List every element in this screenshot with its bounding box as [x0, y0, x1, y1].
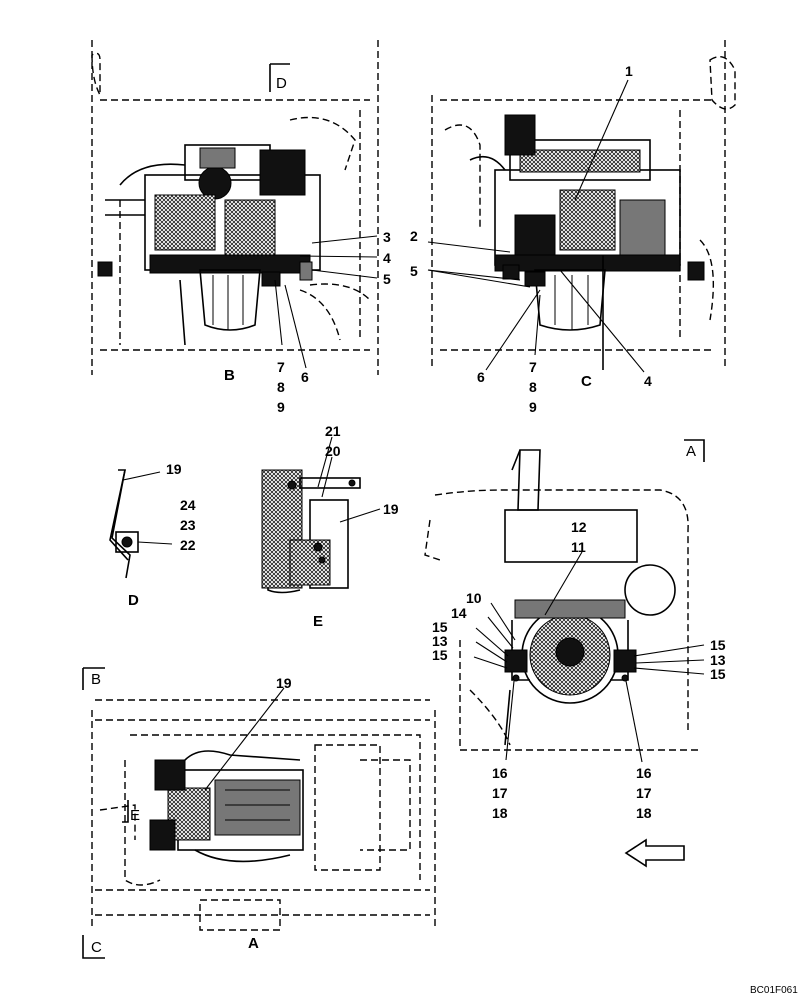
callout-4-b: 4 [383, 250, 391, 266]
drawing-code: BC01F061 [750, 985, 798, 996]
callout-16-rear-l: 16 [492, 765, 508, 781]
callout-15-rear-r1: 15 [710, 637, 726, 653]
callout-7-b: 7 [277, 359, 285, 375]
view-c: 1 2 5 4 6 7 8 9 C [410, 40, 736, 415]
callout-5-c: 5 [410, 263, 418, 279]
callout-19-a: 19 [276, 675, 292, 691]
callout-1-c: 1 [625, 63, 633, 79]
view-e: 21 20 19 E [261, 423, 399, 630]
callout-7-c: 7 [529, 359, 537, 375]
section-marker-e: E [130, 807, 140, 824]
callout-20-e: 20 [325, 443, 341, 459]
callout-15-rear-r2: 15 [710, 666, 726, 682]
callout-17-rear-r: 17 [636, 785, 652, 801]
section-marker-b: B [91, 671, 101, 688]
direction-arrow-icon [624, 838, 685, 868]
view-title-b: B [224, 367, 235, 384]
callout-10-rear: 10 [466, 590, 482, 606]
callout-22-d: 22 [180, 537, 196, 553]
callout-2-c: 2 [410, 228, 418, 244]
section-marker-c: C [91, 939, 102, 956]
callout-6-b: 6 [301, 369, 309, 385]
callout-18-rear-l: 18 [492, 805, 508, 821]
view-title-d: D [128, 592, 139, 609]
view-rear: A 12 11 [424, 439, 726, 868]
callout-13-rear: 13 [432, 633, 448, 649]
callout-17-rear-l: 17 [492, 785, 508, 801]
view-title-c: C [581, 373, 592, 390]
callout-9-c: 9 [529, 399, 537, 415]
callout-8-c: 8 [529, 379, 537, 395]
view-a: B C E 19 A [82, 667, 436, 959]
callout-18-rear-r: 18 [636, 805, 652, 821]
view-title-e: E [313, 613, 323, 630]
callout-23-d: 23 [180, 517, 196, 533]
view-d: 19 24 23 22 D [109, 461, 196, 609]
callout-15-rear-1: 15 [432, 619, 448, 635]
callout-6-c: 6 [477, 369, 485, 385]
callout-14-rear: 14 [451, 605, 467, 621]
section-marker-d: D [276, 75, 287, 92]
callout-19-e: 19 [383, 501, 399, 517]
callout-24-d: 24 [180, 497, 196, 513]
callout-13-rear-r: 13 [710, 652, 726, 668]
callout-21-e: 21 [325, 423, 341, 439]
callout-11-rear: 11 [571, 539, 586, 555]
view-b: 3 4 5 6 7 8 9 B D [91, 40, 391, 415]
view-title-a: A [248, 935, 259, 952]
callout-15-rear-2: 15 [432, 647, 448, 663]
callout-12-rear: 12 [571, 519, 587, 535]
section-marker-a: A [686, 443, 696, 460]
callout-4-c: 4 [644, 373, 652, 389]
callout-16-rear-r: 16 [636, 765, 652, 781]
callout-19-d: 19 [166, 461, 182, 477]
callout-5-b: 5 [383, 271, 391, 287]
callout-8-b: 8 [277, 379, 285, 395]
callout-9-b: 9 [277, 399, 285, 415]
callout-3-b: 3 [383, 229, 391, 245]
